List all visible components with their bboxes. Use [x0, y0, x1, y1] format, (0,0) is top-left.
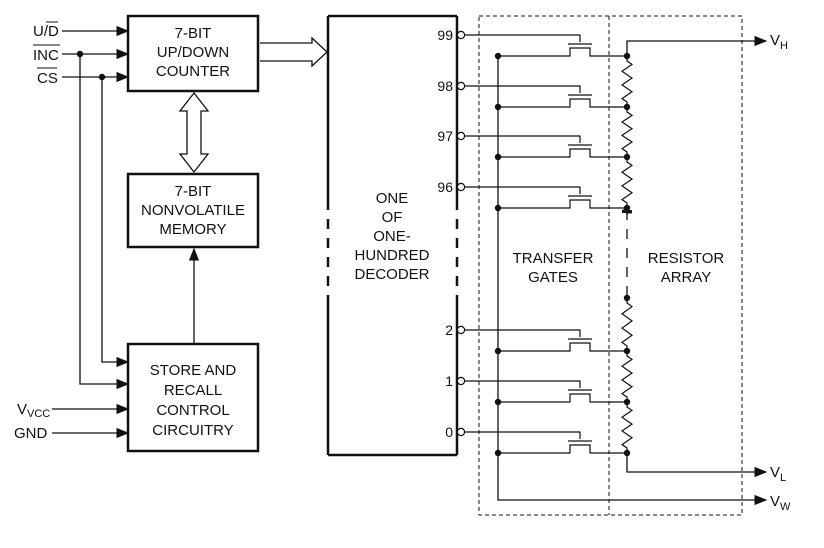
- tap-output-circle-1: [456, 376, 466, 386]
- gate-channel-96: [498, 199, 627, 209]
- tap-label-0: 0: [445, 424, 453, 440]
- store-recall-block: [126, 342, 260, 453]
- store-line-3: CONTROL: [156, 402, 229, 419]
- gate-channel-97: [498, 148, 627, 158]
- vcc-pin-label: VVCC: [17, 401, 50, 420]
- tap-output-circle-99: [456, 30, 466, 40]
- inc-junction-dot: [76, 50, 84, 58]
- vl-output-wire: [626, 454, 768, 478]
- vl-label: VL: [770, 464, 786, 484]
- inc-pin-label: INC: [33, 47, 59, 64]
- resistor-array-line-1: RESISTOR: [648, 250, 725, 267]
- vh-output-wire: [626, 35, 768, 56]
- gate-channel-99: [498, 47, 627, 57]
- resistor-gap-dot: [623, 294, 631, 302]
- tap-label-99: 99: [437, 27, 453, 43]
- resistor-array-line-2: ARRAY: [661, 269, 712, 286]
- wiper-bus: [497, 56, 768, 506]
- counter-memory-bidirectional-arrow: [178, 91, 210, 174]
- resistor-1-0: [620, 402, 634, 453]
- gate-control-line-98: [465, 85, 581, 93]
- tap-label-96: 96: [437, 179, 453, 195]
- ud-pin-label: U/D: [33, 23, 59, 40]
- tap-output-circle-98: [456, 81, 466, 91]
- gnd-pin-label: GND: [14, 425, 48, 442]
- transfer-gates-line-1: TRANSFER: [513, 250, 594, 267]
- store-line-4: CIRCUITRY: [152, 422, 233, 439]
- resistor-gap-2: [620, 298, 634, 351]
- decoder-line-5: DECODER: [354, 266, 429, 283]
- gate-control-line-96: [465, 186, 581, 194]
- tap-output-circle-0: [456, 427, 466, 437]
- gate-channel-98: [498, 98, 627, 108]
- decoder-line-1: ONE: [376, 190, 409, 207]
- gate-channel-2: [498, 342, 627, 352]
- tap-label-2: 2: [445, 322, 453, 338]
- gate-control-line-97: [465, 135, 581, 143]
- gate-control-line-99: [465, 34, 581, 42]
- cs-junction-dot: [98, 73, 106, 81]
- decoder-line-3: ONE-: [373, 228, 411, 245]
- gate-control-line-1: [465, 380, 581, 388]
- memory-block: [126, 172, 260, 249]
- tap-output-circle-96: [456, 182, 466, 192]
- decoder-line-2: OF: [382, 209, 403, 226]
- transfer-resistor-region: [478, 15, 743, 516]
- vh-label: VH: [770, 32, 788, 52]
- gate-control-line-2: [465, 329, 581, 337]
- tap-label-97: 97: [437, 128, 453, 144]
- gate-channel-1: [498, 393, 627, 403]
- gate-control-line-0: [465, 431, 581, 439]
- decoder-line-4: HUNDRED: [355, 247, 430, 264]
- counter-block: [126, 14, 260, 93]
- taps-layer: 99 98 97 96 2 1 0: [437, 27, 634, 457]
- tap-output-circle-2: [456, 325, 466, 335]
- store-line-1: STORE AND: [150, 362, 237, 379]
- vw-label: VW: [770, 493, 791, 513]
- counter-to-decoder-bus-arrow: [260, 36, 328, 68]
- memory-line-2: NONVOLATILE: [141, 202, 245, 219]
- cs-pin-label: CS: [37, 70, 58, 87]
- cs-to-store-wire: [101, 77, 130, 368]
- resistor-98-97: [620, 107, 634, 157]
- counter-line-2: UP/DOWN: [157, 44, 230, 61]
- counter-line-1: 7-BIT: [175, 25, 212, 42]
- inc-to-store-wire: [79, 54, 130, 390]
- gate-channel-0: [498, 444, 627, 454]
- resistor-97-96: [620, 157, 634, 208]
- resistor-2-1: [620, 351, 634, 402]
- transfer-gates-line-2: GATES: [528, 269, 578, 286]
- memory-line-3: MEMORY: [159, 221, 226, 238]
- memory-line-1: 7-BIT: [175, 183, 212, 200]
- resistor-99-98: [620, 56, 634, 107]
- counter-line-3: COUNTER: [156, 63, 230, 80]
- tap-label-1: 1: [445, 373, 453, 389]
- store-line-2: RECALL: [164, 382, 222, 399]
- tap-label-98: 98: [437, 78, 453, 94]
- tap-output-circle-97: [456, 131, 466, 141]
